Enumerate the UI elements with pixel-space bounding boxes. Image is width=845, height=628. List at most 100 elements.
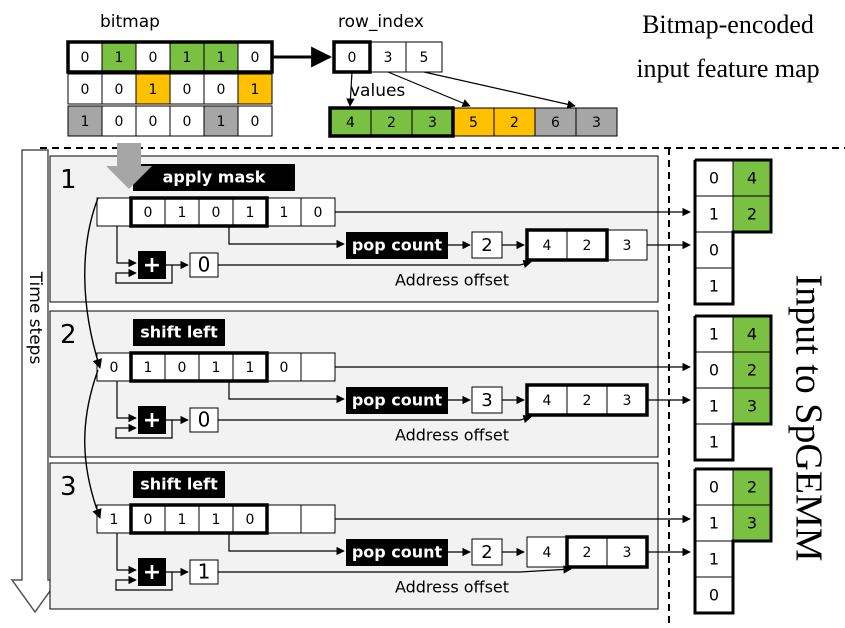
step-3-feedback-loop <box>115 572 173 591</box>
step-3-bit-5 <box>266 504 302 534</box>
step-2-popcount-box <box>346 387 448 414</box>
step-1-feedback-loop <box>115 265 173 284</box>
step-3-bit-4 <box>232 504 268 534</box>
step-2-bit-2-text: 0 <box>178 360 187 376</box>
step-1-popcount-label: pop count <box>352 236 443 255</box>
step-2-val-2-text: 3 <box>623 393 632 409</box>
row-index-cell-1-text: 3 <box>384 50 393 66</box>
bitmap-cell-r2-c1-text: 0 <box>115 114 124 130</box>
step-3-popcount-label: pop count <box>352 543 443 562</box>
out-2-r3-c0 <box>694 423 734 461</box>
step1-to-step2-curve <box>84 197 103 369</box>
step-1-address-offset-label: Address offset <box>395 271 509 290</box>
step-3-bit-0 <box>96 504 132 534</box>
row-index-cell-1 <box>369 41 407 73</box>
out-1-r0-c0-text: 0 <box>709 169 719 188</box>
step-2-bit-3 <box>198 352 234 382</box>
step-1-op-box <box>133 164 295 191</box>
values-cell-2 <box>411 107 454 137</box>
step-2-val-1-text: 2 <box>583 393 592 409</box>
bitmap-cell-r1-c5 <box>237 73 273 105</box>
out-3-r1-c0-text: 1 <box>709 514 719 533</box>
bitmap-cell-r2-c5 <box>237 105 273 137</box>
bitmap-cell-r0-c5 <box>237 41 273 73</box>
step-2-number: 2 <box>60 320 77 350</box>
step-2-accumulator-text: 0 <box>198 408 211 432</box>
out-3-r0-c0-text: 0 <box>709 478 719 497</box>
values-cell-5 <box>534 107 577 137</box>
out-1-r1-c1 <box>732 195 772 233</box>
step-3-val-0-text: 4 <box>543 545 552 561</box>
step2-to-step3-curve <box>84 369 102 519</box>
bitmap-cell-r2-c5-text: 0 <box>251 114 260 130</box>
step-2-address-offset-arrow <box>218 414 532 424</box>
step-2-register-to-adder-arrow <box>116 381 137 423</box>
step-1-bit-0 <box>96 197 132 227</box>
step-3-val-2-text: 3 <box>623 545 632 561</box>
values-cell-4-text: 2 <box>510 115 519 131</box>
step-3-val-1-text: 2 <box>583 545 592 561</box>
step-3-accumulator-text: 1 <box>198 560 211 584</box>
bitmap-cell-r1-c0 <box>67 73 103 105</box>
bitmap-cell-r1-c2-text: 1 <box>149 82 158 98</box>
step-2-address-offset-label: Address offset <box>395 426 509 445</box>
step-1-mask-window <box>129 196 269 228</box>
step-3-adder-label: + <box>143 560 161 585</box>
step-1-bit-2-text: 1 <box>178 205 187 221</box>
step-2-adder-box <box>138 406 166 434</box>
step-1-register-to-adder-arrow <box>116 226 137 268</box>
time-steps-arrow <box>10 149 60 614</box>
step-3-mask-window <box>129 503 269 535</box>
time-steps-label: Time steps <box>25 271 45 365</box>
step-2-bit-4 <box>232 352 268 382</box>
out-1-r2-c0-text: 0 <box>709 241 719 260</box>
step-1-bit-4-text: 1 <box>246 205 255 221</box>
bitmap-cell-r0-c1-text: 1 <box>115 50 124 66</box>
step-2-mask-window <box>129 351 269 383</box>
bitmap-cell-r1-c3-text: 0 <box>183 82 192 98</box>
step-1-val-1-text: 2 <box>583 238 592 254</box>
out-2-r2-c0-text: 1 <box>709 397 719 416</box>
step-3-number: 3 <box>60 472 77 502</box>
step-3-popcount-box <box>346 539 448 566</box>
bitmap-cell-r2-c4 <box>203 105 239 137</box>
bitmap-cell-r0-c2-text: 0 <box>149 50 158 66</box>
out-1-r1-c1-text: 2 <box>747 205 757 224</box>
bitmap-cell-r0-c1 <box>101 41 137 73</box>
out-3-r2-c0-text: 1 <box>709 550 719 569</box>
step-3-bit-6 <box>300 504 336 534</box>
step-1-val-2-text: 3 <box>623 238 632 254</box>
step-3-bit-4-text: 0 <box>246 512 255 528</box>
bitmap-cell-r2-c0 <box>67 105 103 137</box>
out-2-r0-c0-text: 1 <box>709 325 719 344</box>
step-2-popcount-value-text: 3 <box>481 390 492 411</box>
step-2-popcount-value <box>471 386 503 414</box>
bitmap-cell-r1-c3 <box>169 73 205 105</box>
out-2-r1-c0 <box>694 351 734 389</box>
step-1-vals-window <box>525 228 609 262</box>
out-2-r3-c0-text: 1 <box>709 433 719 452</box>
step-3-bit-2-text: 1 <box>178 512 187 528</box>
side-label-input-to-spgemm: Input to SpGEMM <box>787 274 829 561</box>
out-2-r2-c1-text: 3 <box>747 397 757 416</box>
step-1-bit-1-text: 0 <box>144 205 153 221</box>
values-cell-5-text: 6 <box>551 115 560 131</box>
step-1-adder-label: + <box>143 253 161 278</box>
row-index-label: row_index <box>338 12 424 32</box>
values-cell-3-text: 5 <box>469 115 478 131</box>
out-1-outline <box>693 158 773 306</box>
step-3-op-label: shift left <box>140 475 218 494</box>
values-label: values <box>350 81 405 101</box>
bitmap-cell-r1-c1 <box>101 73 137 105</box>
out-1-r3-c0 <box>694 267 734 305</box>
title-line-1: Bitmap-encoded <box>642 10 814 39</box>
bitmap-cell-r2-c4-text: 1 <box>217 114 226 130</box>
